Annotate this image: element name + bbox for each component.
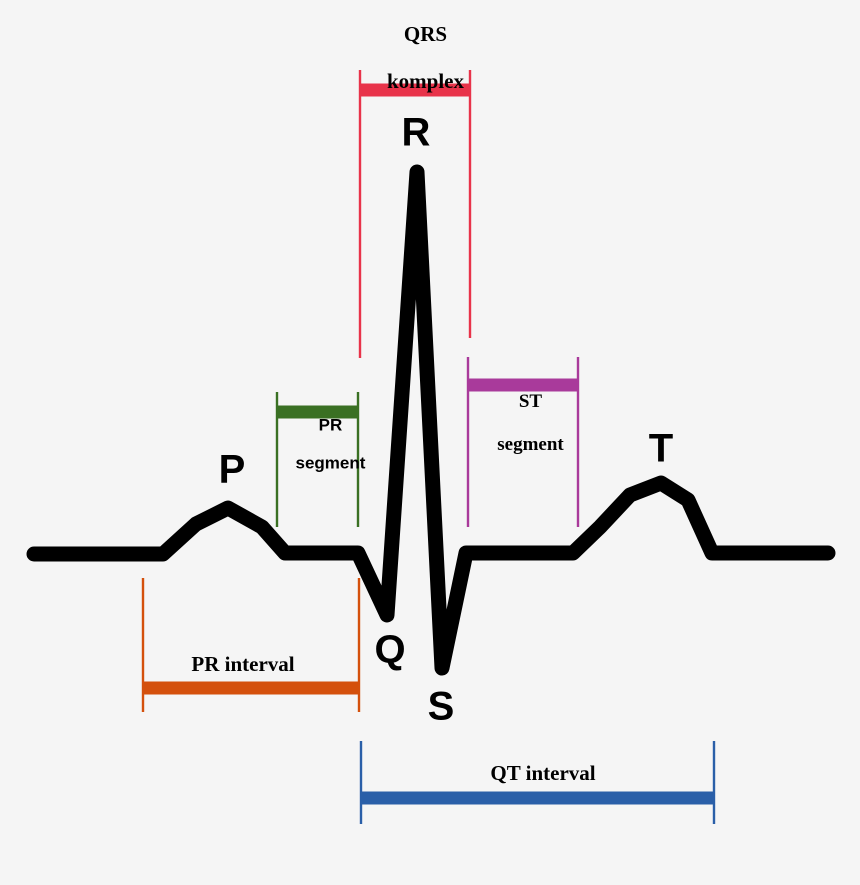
qrs-complex-label-line2: komplex xyxy=(386,68,465,93)
pr-segment-label: PR segment xyxy=(277,396,366,491)
q-wave-label: Q xyxy=(374,627,406,672)
t-wave-label: T xyxy=(648,426,674,471)
st-segment-label-line2: segment xyxy=(497,433,564,455)
annotation-brackets xyxy=(141,70,716,824)
st-segment-label: ST segment xyxy=(478,370,563,476)
p-wave-label: P xyxy=(218,447,246,492)
pr-interval-label: PR interval xyxy=(191,652,295,677)
qrs-complex-bracket xyxy=(358,70,472,358)
qt-interval-label: QT interval xyxy=(490,761,596,786)
ecg-waveform-trace xyxy=(26,164,836,676)
r-wave-label: R xyxy=(401,110,431,155)
pr-segment-bracket xyxy=(275,392,360,527)
pr-segment-label-line2: segment xyxy=(295,453,366,473)
st-segment-label-line1: ST xyxy=(518,391,543,413)
pr-segment-label-line1: PR xyxy=(318,415,343,435)
s-wave-label: S xyxy=(427,684,455,729)
qt-interval-bracket xyxy=(359,741,716,824)
qrs-complex-label-line1: QRS xyxy=(403,21,448,46)
pr-interval-bracket xyxy=(141,578,361,712)
st-segment-bracket xyxy=(466,357,580,527)
qrs-complex-label: QRS komplex xyxy=(366,0,464,117)
